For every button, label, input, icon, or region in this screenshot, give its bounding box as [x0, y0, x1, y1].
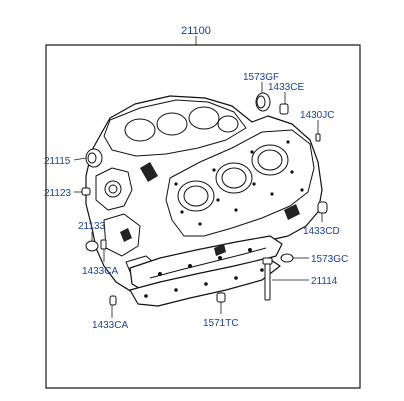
- callout-1433ca-upper: 1433CA: [82, 266, 118, 277]
- callout-21133: 21133: [78, 221, 106, 232]
- assembly-frame: [45, 44, 361, 389]
- assembly-label: 21100: [181, 25, 211, 37]
- callout-21123: 21123: [44, 188, 72, 199]
- pin-1430jc-part: [315, 133, 321, 142]
- leader-lines: [73, 82, 323, 318]
- plug-1573gc-part: [280, 253, 294, 263]
- callout-1573gc: 1573GC: [311, 254, 348, 265]
- plug-21123-part: [81, 187, 91, 196]
- engine-block-drawing: [85, 95, 323, 307]
- plug-1571tc-part: [216, 292, 226, 303]
- callout-1433cd: 1433CD: [303, 226, 340, 237]
- plug-1573gf-part: [255, 92, 271, 112]
- callout-1573gf: 1573GF: [243, 72, 279, 83]
- stud-21114-part: [262, 257, 273, 301]
- plug-21115-part: [85, 148, 103, 168]
- callout-1433ce: 1433CE: [268, 82, 304, 93]
- callout-1571tc: 1571TC: [203, 318, 239, 329]
- callout-21114: 21114: [311, 276, 338, 287]
- plug-1433ce-part: [279, 103, 289, 115]
- pin-1433ca-lower-part: [109, 295, 117, 306]
- callout-21115: 21115: [44, 156, 71, 167]
- plug-21133-part: [85, 240, 99, 252]
- pin-1433cd-part: [317, 201, 328, 214]
- callout-1433ca-lower: 1433CA: [92, 320, 128, 331]
- callout-1430jc: 1430JC: [300, 110, 334, 121]
- pin-1433ca-upper-part: [100, 239, 107, 250]
